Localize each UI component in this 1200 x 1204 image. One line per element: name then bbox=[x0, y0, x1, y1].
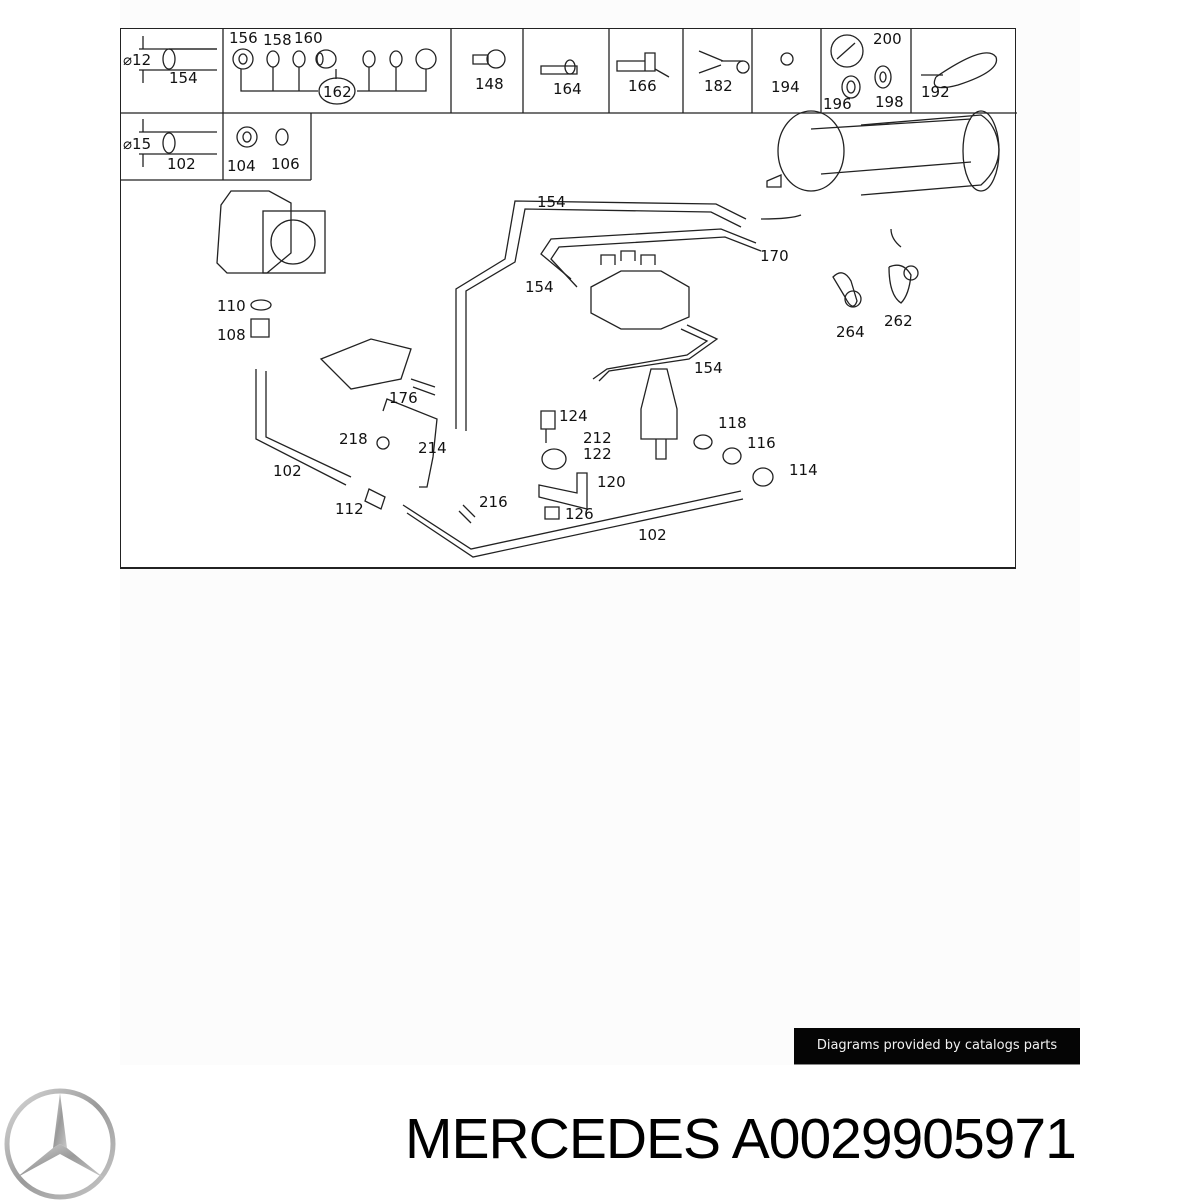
part-label-102-b: 102 bbox=[638, 526, 667, 544]
dimension-12: ⌀12 bbox=[123, 51, 151, 69]
part-label-212: 212 bbox=[583, 429, 612, 447]
part-label-104: 104 bbox=[227, 157, 256, 175]
dimension-15: ⌀15 bbox=[123, 135, 151, 153]
part-label-194: 194 bbox=[771, 78, 800, 96]
part-label-216: 216 bbox=[479, 493, 508, 511]
part-label-102-a: 102 bbox=[273, 462, 302, 480]
part-label-112: 112 bbox=[335, 500, 364, 518]
part-label-214: 214 bbox=[418, 439, 447, 457]
part-label-154-b: 154 bbox=[525, 278, 554, 296]
part-label-166: 166 bbox=[628, 77, 657, 95]
part-label-164: 164 bbox=[553, 80, 582, 98]
part-label-154-c: 154 bbox=[694, 359, 723, 377]
part-label-110: 110 bbox=[217, 297, 246, 315]
part-label-108: 108 bbox=[217, 326, 246, 344]
part-label-198: 198 bbox=[875, 93, 904, 111]
part-label-118: 118 bbox=[718, 414, 747, 432]
part-label-160: 160 bbox=[294, 29, 323, 47]
mercedes-star-icon bbox=[0, 1088, 122, 1200]
part-label-170: 170 bbox=[760, 247, 789, 265]
part-label-122: 122 bbox=[583, 445, 612, 463]
part-label-154-a: 154 bbox=[537, 193, 566, 211]
part-label-102-header: 102 bbox=[167, 155, 196, 173]
part-label-218: 218 bbox=[339, 430, 368, 448]
part-label-192: 192 bbox=[921, 83, 950, 101]
diagram-credit-badge: Diagrams provided by catalogs parts bbox=[794, 1028, 1080, 1064]
part-label-262: 262 bbox=[884, 312, 913, 330]
part-label-264: 264 bbox=[836, 323, 865, 341]
part-label-156: 156 bbox=[229, 29, 258, 47]
part-label-162: 162 bbox=[323, 83, 352, 101]
part-label-158: 158 bbox=[263, 31, 292, 49]
parts-diagram: ⌀12 154 156 158 160 162 148 164 166 182 … bbox=[120, 28, 1017, 569]
part-label-120: 120 bbox=[597, 473, 626, 491]
part-label-106: 106 bbox=[271, 155, 300, 173]
part-label-154: 154 bbox=[169, 69, 198, 87]
part-label-114: 114 bbox=[789, 461, 818, 479]
part-label-126: 126 bbox=[565, 505, 594, 523]
part-label-182: 182 bbox=[704, 77, 733, 95]
part-label-124: 124 bbox=[559, 407, 588, 425]
part-label-116: 116 bbox=[747, 434, 776, 452]
part-label-200: 200 bbox=[873, 30, 902, 48]
part-label-196: 196 bbox=[823, 95, 852, 113]
part-label-176: 176 bbox=[389, 389, 418, 407]
part-title: MERCEDES A0029905971 bbox=[405, 1107, 1077, 1171]
part-label-148: 148 bbox=[475, 75, 504, 93]
parts-diagram-drawing: ⌀12 154 156 158 160 162 148 164 166 182 … bbox=[121, 29, 1017, 558]
